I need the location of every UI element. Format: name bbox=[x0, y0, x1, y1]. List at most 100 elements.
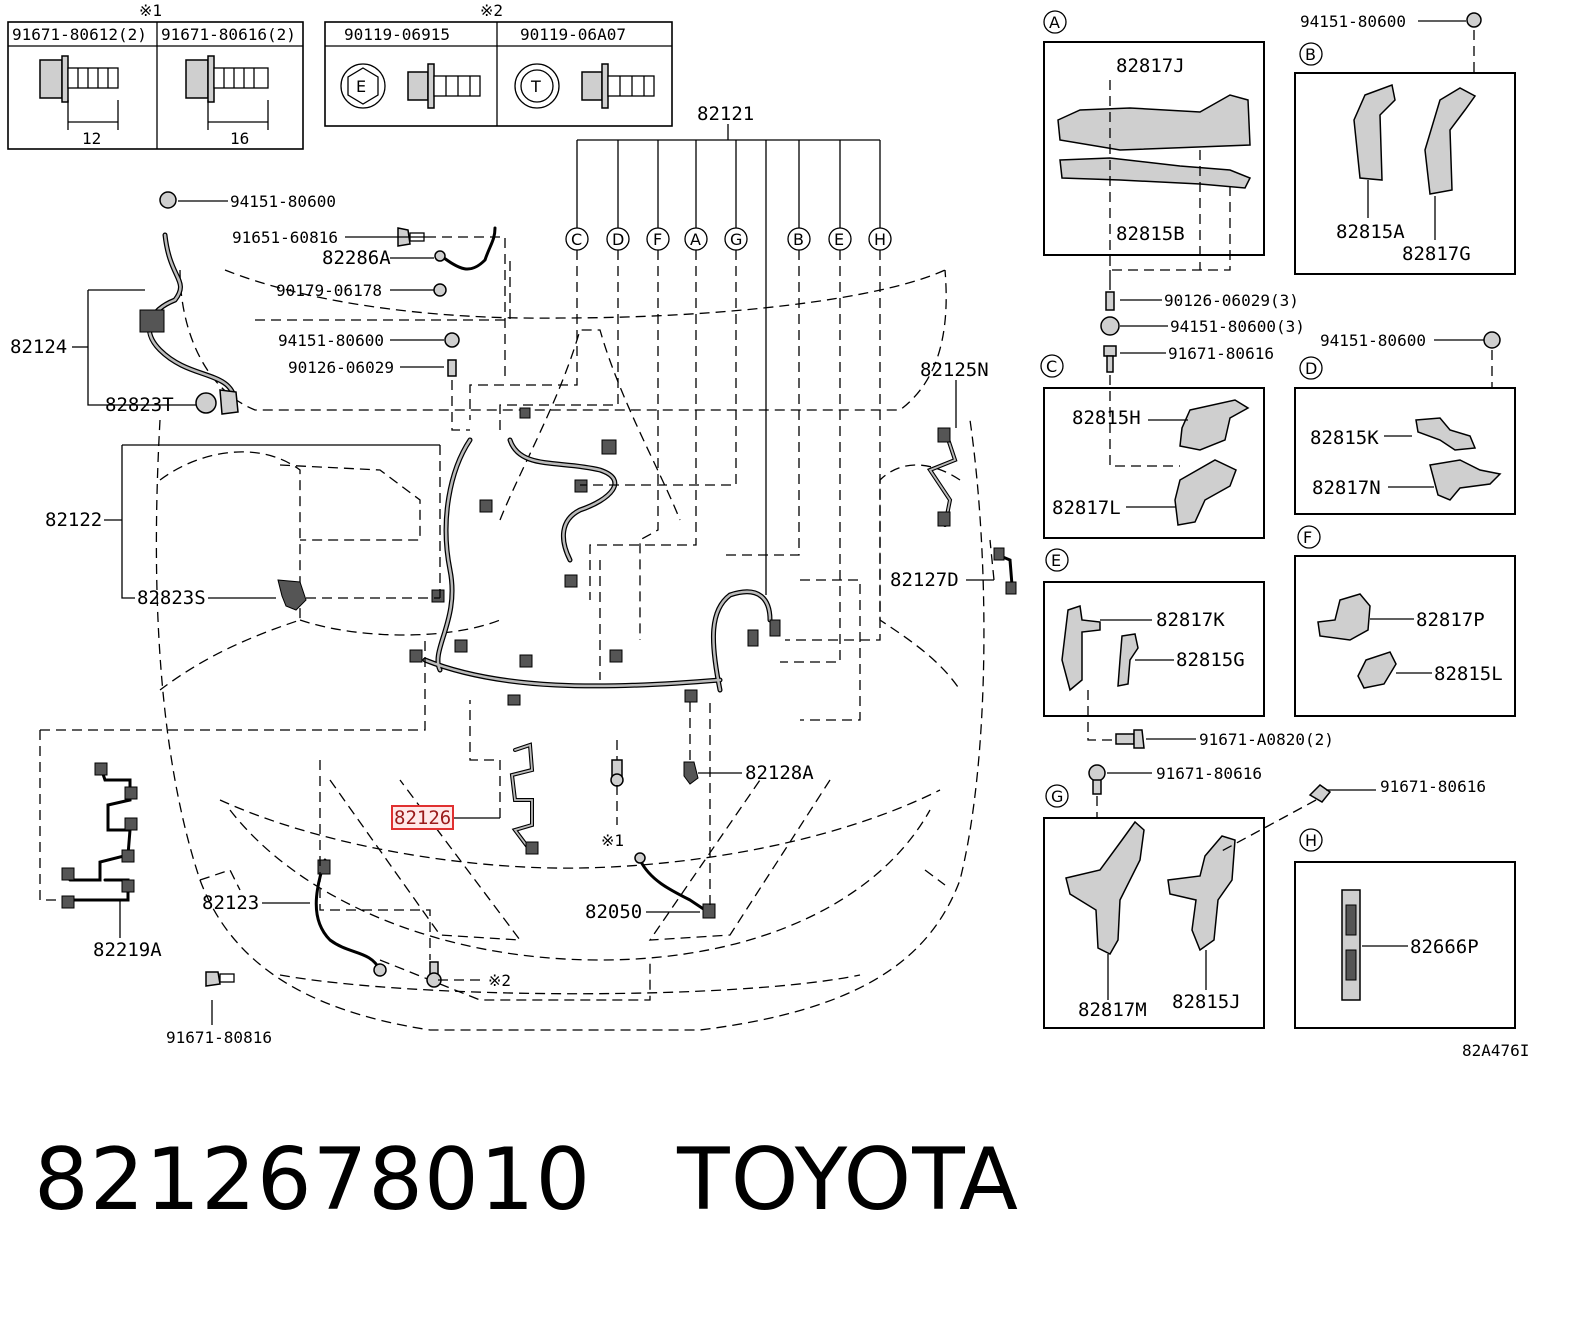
label-90126: 90126-06029 bbox=[288, 358, 394, 377]
bolt-table-2: ※2 90119-06915 90119-06A07 E T bbox=[324, 1, 673, 127]
label-82126: 82126 bbox=[394, 807, 451, 829]
svg-text:94151-80600: 94151-80600 bbox=[1300, 12, 1406, 31]
svg-text:E: E bbox=[356, 77, 366, 96]
svg-text:91671-A0820(2): 91671-A0820(2) bbox=[1199, 730, 1334, 749]
label-82823T: 82823T bbox=[105, 394, 174, 416]
label-91671-bottom: 91671-80816 bbox=[166, 1028, 272, 1047]
table-2-cell-1: 90119-06915 bbox=[344, 25, 450, 44]
highlight-box bbox=[391, 805, 454, 830]
svg-text:91671-80616: 91671-80616 bbox=[1380, 777, 1486, 796]
svg-text:H: H bbox=[874, 230, 886, 249]
svg-text:82817P: 82817P bbox=[1416, 609, 1485, 631]
diagram-code: 82A476I bbox=[1462, 1041, 1529, 1060]
table-1-dim-1: 12 bbox=[82, 129, 101, 148]
svg-text:C: C bbox=[1046, 357, 1057, 376]
label-mark-1: ※1 bbox=[601, 831, 624, 850]
svg-text:T: T bbox=[530, 77, 541, 96]
label-82128A: 82128A bbox=[745, 762, 814, 784]
svg-text:B: B bbox=[1305, 45, 1316, 64]
svg-text:A: A bbox=[1049, 13, 1060, 32]
svg-text:82815L: 82815L bbox=[1434, 663, 1503, 685]
svg-text:82815B: 82815B bbox=[1116, 223, 1185, 245]
svg-text:82666P: 82666P bbox=[1410, 936, 1479, 958]
table-2-cell-2: 90119-06A07 bbox=[520, 25, 626, 44]
detail-panel-g: G 91671-80616 82817M 82815J bbox=[1043, 764, 1265, 1029]
harness-82286A bbox=[434, 226, 497, 271]
harness-82123 bbox=[314, 858, 387, 977]
detail-panel-f: F 82817P 82815L bbox=[1294, 525, 1516, 717]
flange-bolt-icon bbox=[185, 55, 269, 103]
svg-text:82817J: 82817J bbox=[1116, 55, 1185, 77]
table-2-mark: ※2 bbox=[480, 1, 503, 20]
svg-text:D: D bbox=[612, 230, 624, 249]
bolt-head-t-icon: T bbox=[514, 63, 560, 109]
callout-82121-lines bbox=[469, 124, 881, 663]
label-82286A: 82286A bbox=[322, 247, 391, 269]
stud-bolt-icon bbox=[581, 63, 655, 109]
label-82123: 82123 bbox=[202, 892, 259, 914]
leader-lines bbox=[39, 200, 995, 1025]
detail-panel-b: B 94151-80600 82815A 82817G bbox=[1294, 12, 1516, 275]
callout-c: C bbox=[565, 227, 589, 251]
svg-text:E: E bbox=[834, 230, 844, 249]
svg-text:82817K: 82817K bbox=[1156, 609, 1225, 631]
svg-text:82815H: 82815H bbox=[1072, 407, 1141, 429]
harness-82124 bbox=[139, 232, 239, 415]
engine-room-harness bbox=[409, 407, 781, 706]
svg-text:82815K: 82815K bbox=[1310, 427, 1379, 449]
detail-panel-e: E 82817K 82815G 91671-A0820(2) bbox=[1043, 548, 1334, 749]
callout-letter-circles: C D F A G B E H bbox=[565, 227, 892, 251]
label-91651: 91651-60816 bbox=[232, 228, 338, 247]
callout-d: D bbox=[606, 227, 630, 251]
svg-text:B: B bbox=[793, 230, 804, 249]
svg-text:90126-06029(3): 90126-06029(3) bbox=[1164, 291, 1299, 310]
part-number: 8212678010 bbox=[34, 1130, 592, 1230]
callout-g: G bbox=[724, 227, 748, 251]
label-82122: 82122 bbox=[45, 509, 102, 531]
label-94151-mid: 94151-80600 bbox=[278, 331, 384, 350]
svg-text:94151-80600: 94151-80600 bbox=[1320, 331, 1426, 350]
harness-82127D bbox=[993, 547, 1017, 595]
callout-f: F bbox=[646, 227, 670, 251]
svg-text:F: F bbox=[653, 230, 662, 249]
svg-text:D: D bbox=[1305, 359, 1317, 378]
detail-panel-c: C 82815H 82817L bbox=[1040, 354, 1265, 539]
bracket-82823S-icon bbox=[277, 579, 307, 611]
svg-text:82815J: 82815J bbox=[1172, 991, 1241, 1013]
svg-text:82817M: 82817M bbox=[1078, 999, 1147, 1021]
svg-text:82817N: 82817N bbox=[1312, 477, 1381, 499]
label-82219A: 82219A bbox=[93, 939, 162, 961]
detail-panel-h: 91671-80616 H 82666P bbox=[1219, 777, 1516, 1029]
harness-82219A bbox=[61, 762, 138, 909]
label-82127D: 82127D bbox=[890, 569, 959, 591]
table-1-mark: ※1 bbox=[139, 1, 162, 20]
brand-name: TOYOTA bbox=[677, 1130, 1019, 1230]
part-number-footer: 8212678010 TOYOTA bbox=[34, 1130, 1105, 1230]
callout-b: B bbox=[787, 227, 811, 251]
label-90179: 90179-06178 bbox=[276, 281, 382, 300]
callout-h: H bbox=[868, 227, 892, 251]
svg-text:A: A bbox=[690, 230, 701, 249]
label-82823S: 82823S bbox=[137, 587, 206, 609]
svg-text:82815A: 82815A bbox=[1336, 221, 1405, 243]
svg-text:82817G: 82817G bbox=[1402, 243, 1471, 265]
svg-text:94151-80600(3): 94151-80600(3) bbox=[1170, 317, 1305, 336]
svg-text:F: F bbox=[1303, 528, 1312, 547]
flange-bolt-icon bbox=[39, 55, 119, 103]
harness-82050 bbox=[634, 852, 716, 919]
callout-a: A bbox=[684, 227, 708, 251]
vehicle-body-outline bbox=[155, 269, 985, 1031]
detail-panel-d: D 94151-80600 82815K 82817N bbox=[1294, 331, 1516, 515]
svg-text:82815G: 82815G bbox=[1176, 649, 1245, 671]
harness-82125N bbox=[926, 427, 958, 527]
svg-text:H: H bbox=[1305, 831, 1317, 850]
label-82125N: 82125N bbox=[920, 359, 989, 381]
callout-e: E bbox=[828, 227, 852, 251]
label-mark-2: ※2 bbox=[488, 971, 511, 990]
table-1-cell-2: 91671-80616(2) bbox=[161, 25, 296, 44]
clip-82128A-icon bbox=[683, 761, 699, 785]
harness-82126 bbox=[509, 742, 539, 855]
bolt-table-1: ※1 91671-80612(2) 91671-80616(2) 12 16 bbox=[7, 1, 304, 150]
svg-text:E: E bbox=[1051, 551, 1061, 570]
